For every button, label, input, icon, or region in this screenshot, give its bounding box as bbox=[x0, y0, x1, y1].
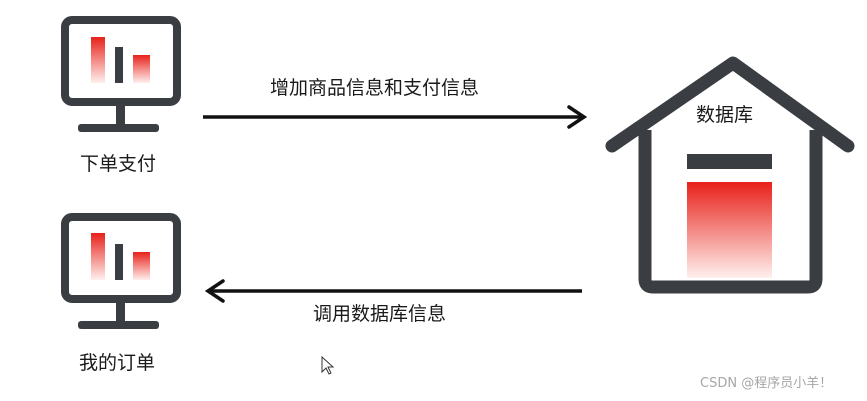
watermark: CSDN @程序员小羊！ bbox=[700, 376, 833, 391]
chart-bar-icon bbox=[91, 233, 105, 280]
chart-bar-icon bbox=[115, 47, 123, 83]
database-fill-icon bbox=[687, 182, 772, 278]
chart-bar-icon bbox=[133, 55, 150, 83]
top-computer-label: 下单支付 bbox=[80, 153, 157, 175]
chart-bar-icon bbox=[133, 252, 150, 280]
database-label: 数据库 bbox=[696, 104, 754, 126]
bottom-computer-icon bbox=[61, 213, 181, 329]
bottom-arrow bbox=[204, 279, 582, 303]
mouse-cursor-icon bbox=[321, 355, 335, 375]
top-arrow-label: 增加商品信息和支付信息 bbox=[270, 77, 480, 99]
bottom-arrow-label: 调用数据库信息 bbox=[313, 303, 447, 325]
chart-bar-icon bbox=[91, 37, 105, 83]
bottom-computer-label: 我的订单 bbox=[79, 352, 156, 374]
chart-bar-icon bbox=[115, 244, 123, 280]
top-computer-icon bbox=[61, 16, 181, 132]
top-arrow bbox=[203, 105, 588, 129]
database-house-icon bbox=[605, 56, 855, 294]
database-lid-icon bbox=[687, 154, 772, 169]
